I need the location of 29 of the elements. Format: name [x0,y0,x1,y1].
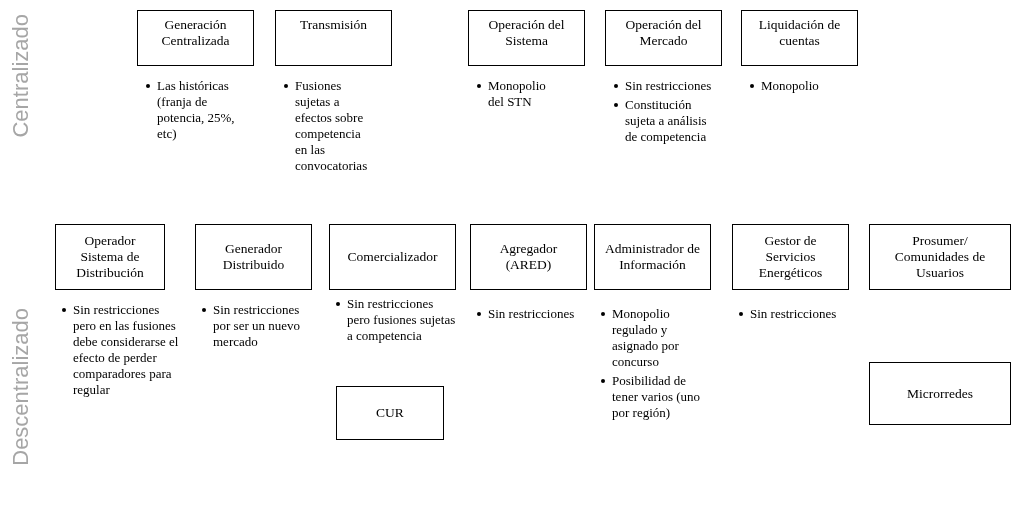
side-label: Descentralizado [8,308,34,466]
category-box: Operación del Mercado [605,10,722,66]
category-box: Comercializador [329,224,456,290]
category-box: Administrador de Información [594,224,711,290]
bullet-text: Sin restricciones pero fusiones sujetas a competencia [347,296,456,343]
bullet-text: Sin restricciones pero en las fusiones debe considerarse el efecto de perder comparadores para regular [73,302,179,397]
category-box: Agregador (ARED) [470,224,587,290]
category-box: Microrredes [869,362,1011,425]
bullet-text: Sin restricciones por ser un nuevo mercado [213,302,300,349]
category-box: Generador Distribuido [195,224,312,290]
bullet-text: Monopolio regulado y asignado por concurso [612,306,679,369]
category-box: Prosumer/ Comunidades de Usuarios [869,224,1011,290]
bullet-text: Constitución sujeta a análisis de competencia [625,97,707,144]
bullet-text: Monopolio del STN [488,78,546,109]
bullet-text: Sin restricciones [750,306,837,321]
category-box: Gestor de Servicios Energéticos [732,224,849,290]
category-box: Operador Sistema de Distribución [55,224,165,290]
category-box: Generación Centralizada [137,10,254,66]
side-label: Centralizado [8,14,34,138]
bullet-text: Las históricas (franja de potencia, 25%, etc) [157,78,235,141]
bullet-text: Posibilidad de tener varios (uno por región) [612,373,701,420]
bullet-text: Sin restricciones [625,78,712,93]
category-box: CUR [336,386,444,440]
category-box: Operación del Sistema [468,10,585,66]
bullet-text: Monopolio [761,78,819,93]
bullet-text: Fusiones sujetas a efectos sobre competencia en las convocatorias [295,78,368,173]
bullet-text: Sin restricciones [488,306,575,321]
category-box: Transmisión [275,10,392,66]
category-box: Liquidación de cuentas [741,10,858,66]
